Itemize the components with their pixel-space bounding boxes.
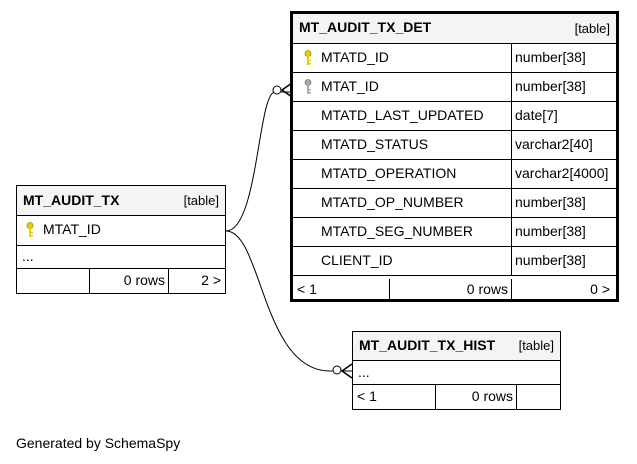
table-header: MT_AUDIT_TX_DET [table]: [293, 14, 616, 44]
column-name-cell: MTATD_STATUS: [293, 131, 511, 159]
column-type-cell: number[38]: [511, 73, 616, 101]
table-mt-audit-tx-det[interactable]: MT_AUDIT_TX_DET [table] MTATD_ID number[3…: [290, 11, 619, 302]
column-type-cell: date[7]: [511, 102, 616, 130]
foreign-key-icon: [304, 79, 312, 94]
column-row[interactable]: MTATD_LAST_UPDATED date[7]: [293, 102, 616, 131]
column-name-cell: MTATD_ID: [293, 44, 511, 72]
hidden-columns-ellipsis: ...: [353, 361, 560, 385]
table-name: MT_AUDIT_TX: [23, 192, 120, 208]
column-name-cell: MTATD_OP_NUMBER: [293, 189, 511, 217]
row-count: 0 rows: [89, 269, 169, 293]
column-row[interactable]: MTATD_OPERATION varchar2[4000]: [293, 160, 616, 189]
column-type: number[38]: [515, 194, 586, 210]
table-kind: [table]: [574, 21, 610, 36]
table-footer: 0 rows 2 >: [17, 269, 225, 293]
table-footer: < 1 0 rows 0 >: [293, 279, 616, 301]
table-mt-audit-tx-hist[interactable]: MT_AUDIT_TX_HIST [table] ... < 1 0 rows: [352, 331, 561, 410]
crowfoot-hist: [340, 363, 353, 379]
table-kind: [table]: [518, 338, 554, 353]
column-type: number[38]: [515, 252, 586, 268]
table-header: MT_AUDIT_TX_HIST [table]: [353, 332, 560, 361]
column-name: MTATD_LAST_UPDATED: [321, 107, 484, 123]
column-type-cell: number[38]: [511, 247, 616, 275]
column-type-cell: varchar2[40]: [511, 131, 616, 159]
column-row[interactable]: MTATD_OP_NUMBER number[38]: [293, 189, 616, 218]
column-type: date[7]: [515, 107, 558, 123]
column-row[interactable]: MTATD_ID number[38]: [293, 44, 616, 73]
column-row[interactable]: MTATD_STATUS varchar2[40]: [293, 131, 616, 160]
crowfoot-det: [280, 82, 293, 98]
column-name-cell: CLIENT_ID: [293, 247, 511, 275]
column-name: MTATD_OP_NUMBER: [321, 194, 464, 210]
column-type-cell: number[38]: [511, 189, 616, 217]
column-type-cell: number[38]: [511, 218, 616, 246]
column-type-cell: varchar2[4000]: [511, 160, 616, 188]
row-count: 0 rows: [435, 385, 517, 409]
column-name-cell: MTAT_ID: [293, 73, 511, 101]
column-type: number[38]: [515, 223, 586, 239]
column-name: MTATD_STATUS: [321, 136, 429, 152]
table-kind: [table]: [183, 193, 219, 208]
column-name: CLIENT_ID: [321, 252, 393, 268]
column-name: MTATD_ID: [321, 49, 389, 65]
table-name: MT_AUDIT_TX_HIST: [359, 337, 496, 353]
column-row[interactable]: CLIENT_ID number[38]: [293, 247, 616, 276]
column-type: number[38]: [515, 78, 586, 94]
column-type-cell: number[38]: [511, 44, 616, 72]
column-row[interactable]: MTAT_ID number[38]: [293, 73, 616, 102]
table-footer: < 1 0 rows: [353, 385, 560, 409]
table-name: MT_AUDIT_TX_DET: [299, 19, 432, 35]
children-count: [516, 385, 560, 409]
column-name-cell: MTATD_OPERATION: [293, 160, 511, 188]
row-count: 0 rows: [389, 279, 512, 301]
relationship-edge-tx-det: [225, 91, 292, 232]
table-mt-audit-tx[interactable]: MT_AUDIT_TX [table] MTAT_ID ... 0 rows 2…: [16, 185, 226, 294]
primary-key-icon: [304, 50, 312, 65]
optional-marker-det: [272, 85, 282, 95]
parents-count: < 1: [297, 281, 317, 297]
hidden-columns-ellipsis: ...: [17, 246, 225, 269]
parents-count: [17, 269, 89, 293]
generated-by-note: Generated by SchemaSpy: [16, 435, 181, 451]
column-type: varchar2[4000]: [515, 165, 609, 181]
table-header: MT_AUDIT_TX [table]: [17, 186, 225, 216]
children-count: 0 >: [511, 279, 616, 301]
column-name: MTAT_ID: [43, 221, 101, 237]
children-count: 2 >: [168, 269, 225, 293]
column-name-cell: MTATD_LAST_UPDATED: [293, 102, 511, 130]
column-type: number[38]: [515, 49, 586, 65]
column-row[interactable]: MTATD_SEG_NUMBER number[38]: [293, 218, 616, 247]
column-row[interactable]: MTAT_ID: [17, 216, 225, 246]
column-name: MTAT_ID: [321, 78, 379, 94]
relationship-edge-tx-hist: [225, 230, 352, 372]
parents-count: < 1: [357, 388, 377, 404]
primary-key-icon: [26, 222, 34, 237]
column-type: varchar2[40]: [515, 136, 593, 152]
optional-marker-hist: [332, 365, 342, 375]
column-name: MTATD_OPERATION: [321, 165, 457, 181]
column-name-cell: MTATD_SEG_NUMBER: [293, 218, 511, 246]
column-name: MTATD_SEG_NUMBER: [321, 223, 473, 239]
